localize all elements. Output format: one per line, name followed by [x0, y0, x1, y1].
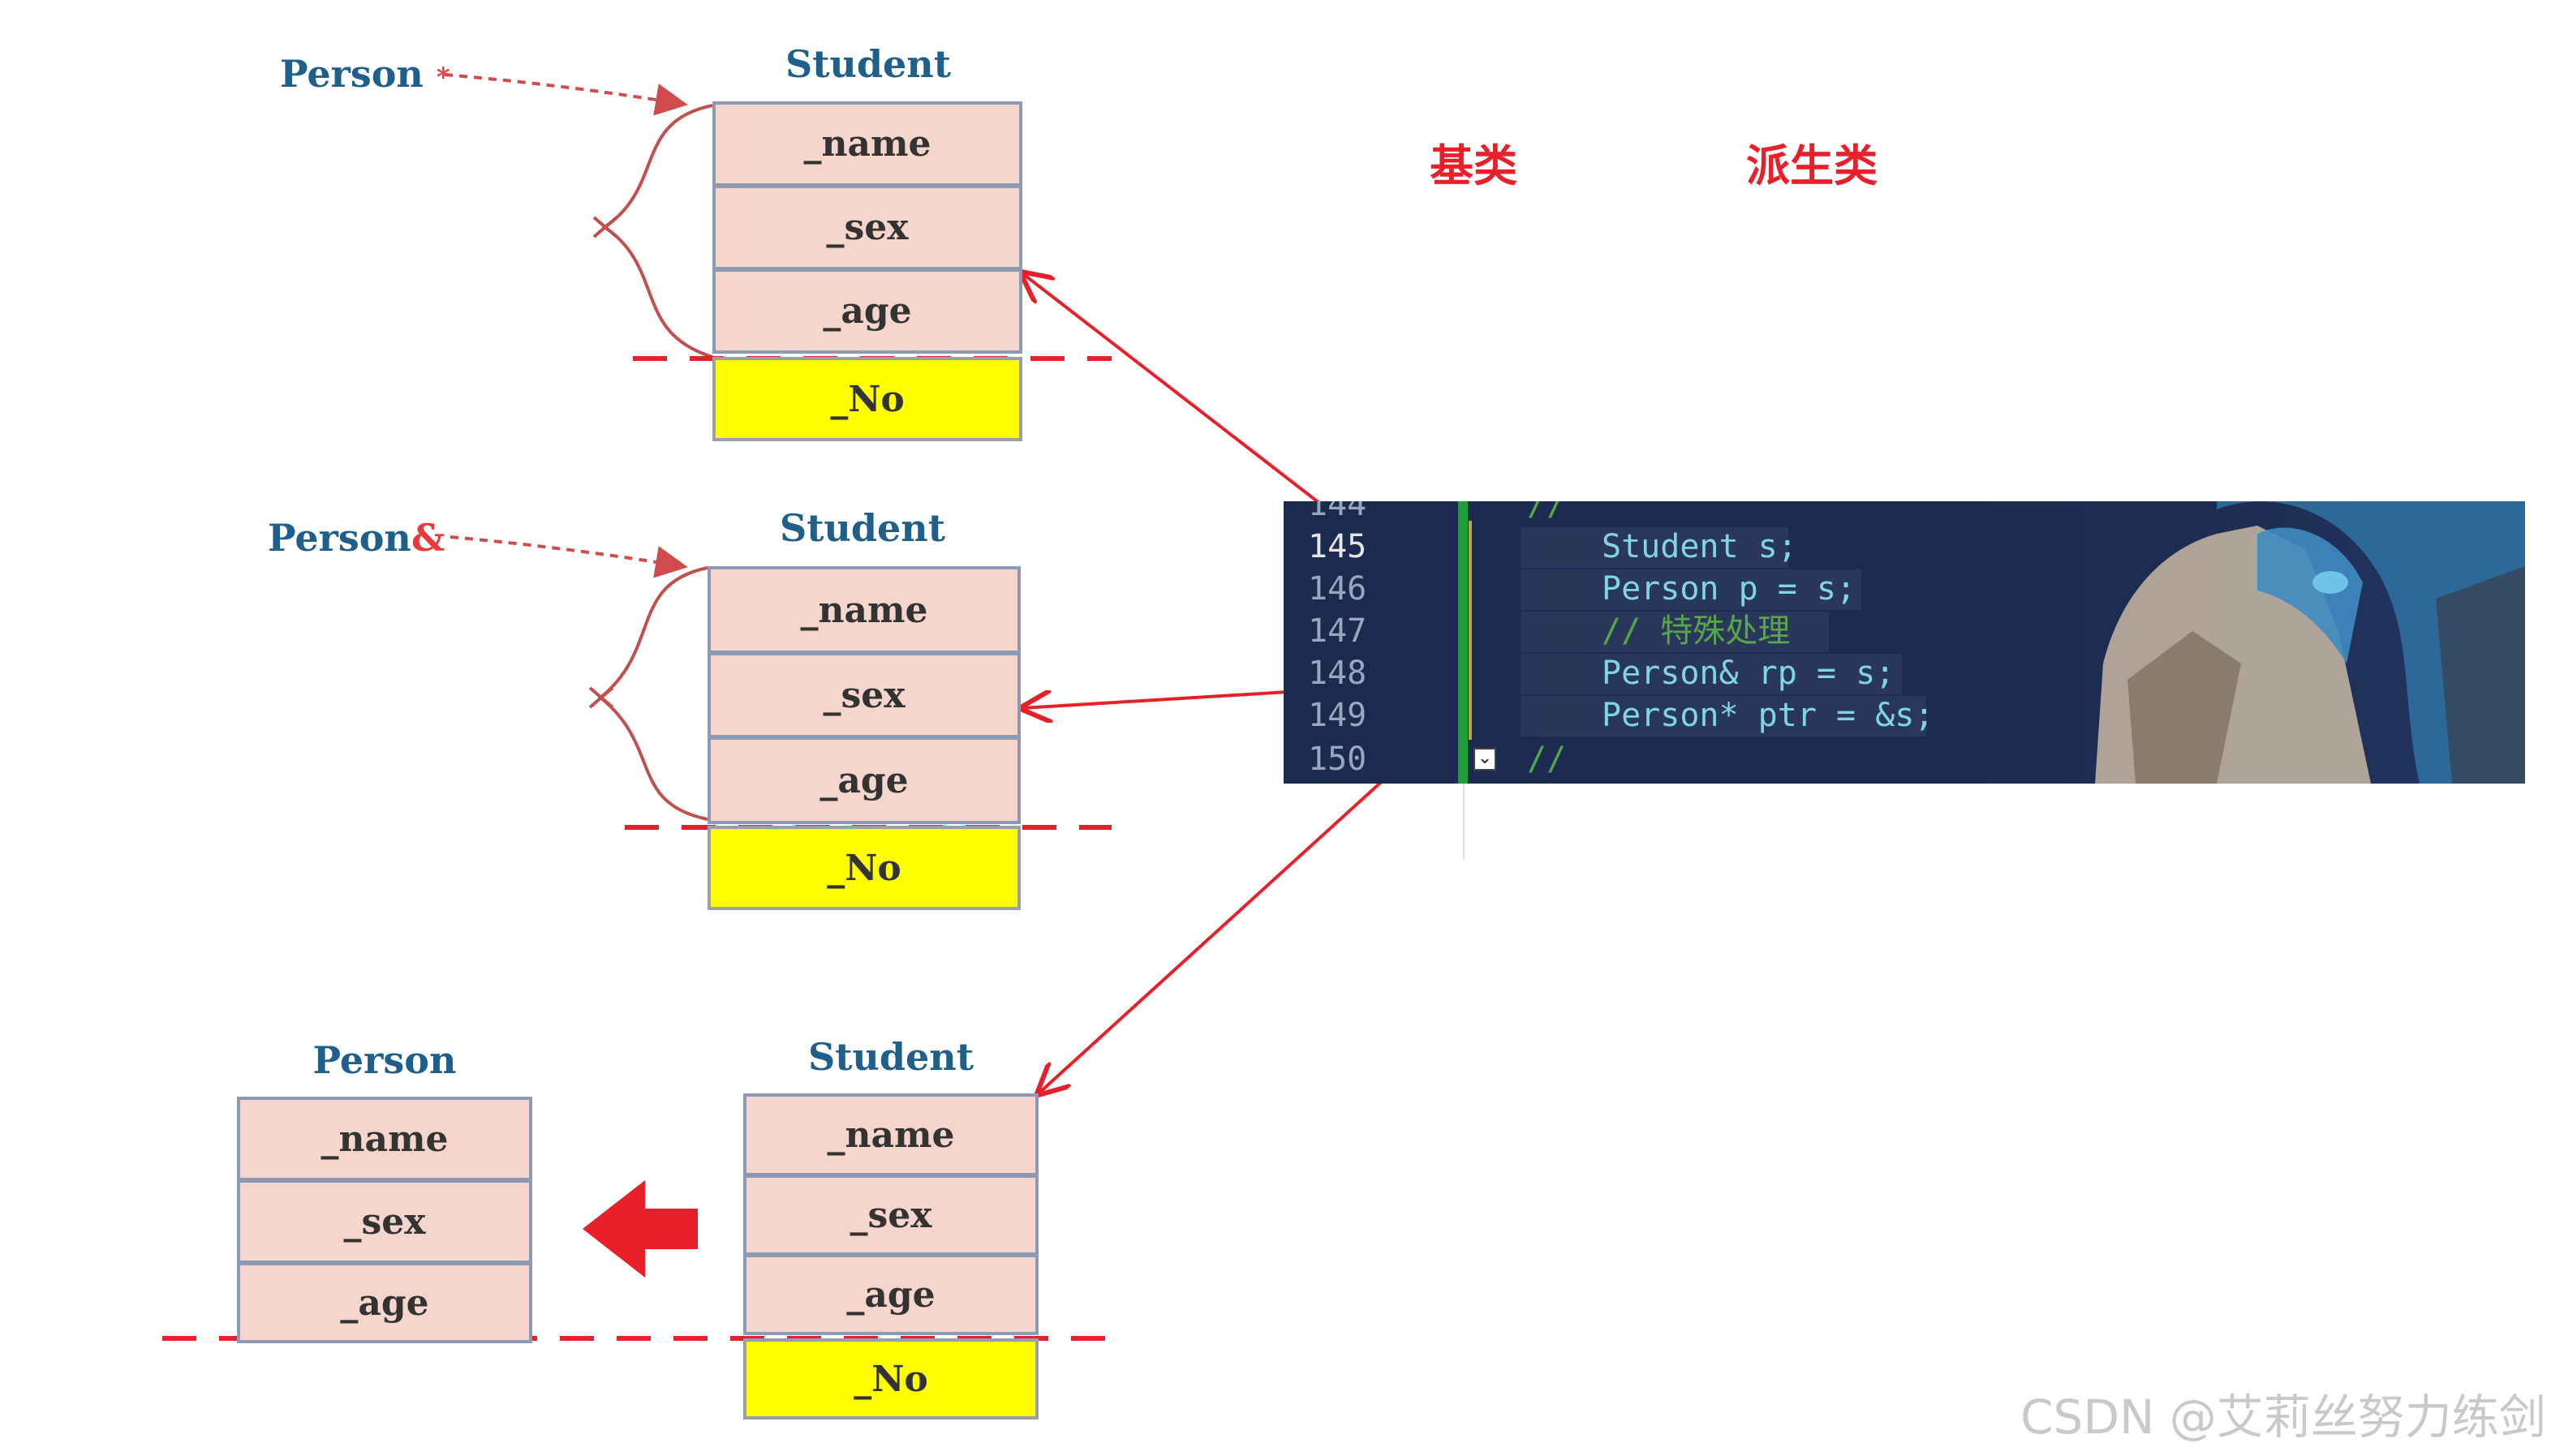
- derived-class-label: 派生类: [1746, 140, 1878, 191]
- block3-title: Student: [807, 1035, 974, 1079]
- block1-field-name: _name: [712, 101, 1022, 187]
- anime-character-image: [1284, 501, 2525, 784]
- block2-field-age: _age: [708, 737, 1021, 824]
- block1-title: Student: [785, 42, 952, 86]
- pointer-label-2: Person&: [268, 516, 445, 560]
- block2-field-name: _name: [708, 566, 1021, 654]
- code-text: Student s;: [1602, 528, 1797, 565]
- code-text: Person p = s;: [1602, 570, 1856, 608]
- pointer-arrow-2: [450, 535, 688, 578]
- block3-person-field-sex: _sex: [237, 1179, 532, 1264]
- block3-field-age: _age: [743, 1254, 1039, 1335]
- block3-person-title: Person: [312, 1038, 457, 1082]
- line-number: 144: [1308, 501, 1367, 523]
- code-line-149: 149 Person* ptr = &s;: [1284, 694, 2525, 737]
- brace-2: [597, 566, 708, 821]
- code-text: Person& rp = s;: [1602, 655, 1895, 692]
- code-line-148: 148 Person& rp = s;: [1284, 652, 2525, 694]
- scope-guide: [1469, 521, 1472, 740]
- block2-field-no: _No: [708, 826, 1021, 910]
- block2-field-sex: _sex: [708, 652, 1021, 738]
- code-text: Person* ptr = &s;: [1602, 697, 1934, 734]
- pointer-label-1: Person *: [280, 52, 450, 96]
- code-line-150: 150 ⌄ //: [1284, 738, 2525, 780]
- code-line-146: 146 Person p = s;: [1284, 568, 2525, 610]
- watermark: CSDN @艾莉丝努力练剑: [2020, 1389, 2546, 1445]
- code-comment: // 特殊处理: [1602, 612, 1791, 650]
- block3-person-field-age: _age: [237, 1262, 532, 1343]
- block3-field-no: _No: [743, 1338, 1039, 1419]
- pointer-arrow-1: [444, 73, 688, 116]
- change-bar: [1458, 501, 1468, 784]
- block1-field-sex: _sex: [712, 185, 1022, 270]
- code-editor-panel: 144 // 145 Student s; 146 Person p = s; …: [1284, 501, 2525, 784]
- line-number: 146: [1308, 570, 1367, 608]
- slicing-arrow: [583, 1180, 698, 1278]
- block1-field-no: _No: [712, 357, 1022, 441]
- comment: //: [1527, 501, 1567, 523]
- code-line-144: 144 //: [1284, 501, 2525, 526]
- code-line-147: 147 // 特殊处理: [1284, 610, 2525, 652]
- block3-field-sex: _sex: [743, 1175, 1039, 1256]
- line-number: 150: [1308, 741, 1367, 778]
- line-number: 148: [1308, 655, 1367, 692]
- block1-field-age: _age: [712, 268, 1022, 354]
- base-class-label: 基类: [1430, 140, 1517, 191]
- code-line-145: 145 Student s;: [1284, 526, 2525, 568]
- block2-title: Student: [779, 506, 946, 550]
- chevron-down-icon[interactable]: ⌄: [1473, 748, 1496, 771]
- brace-1: [601, 104, 713, 359]
- comment: //: [1527, 741, 1567, 778]
- block3-field-name: _name: [743, 1093, 1039, 1176]
- block3-person-field-name: _name: [237, 1097, 532, 1181]
- line-number: 149: [1308, 697, 1367, 734]
- line-number: 147: [1308, 612, 1367, 650]
- line-number: 145: [1308, 528, 1367, 565]
